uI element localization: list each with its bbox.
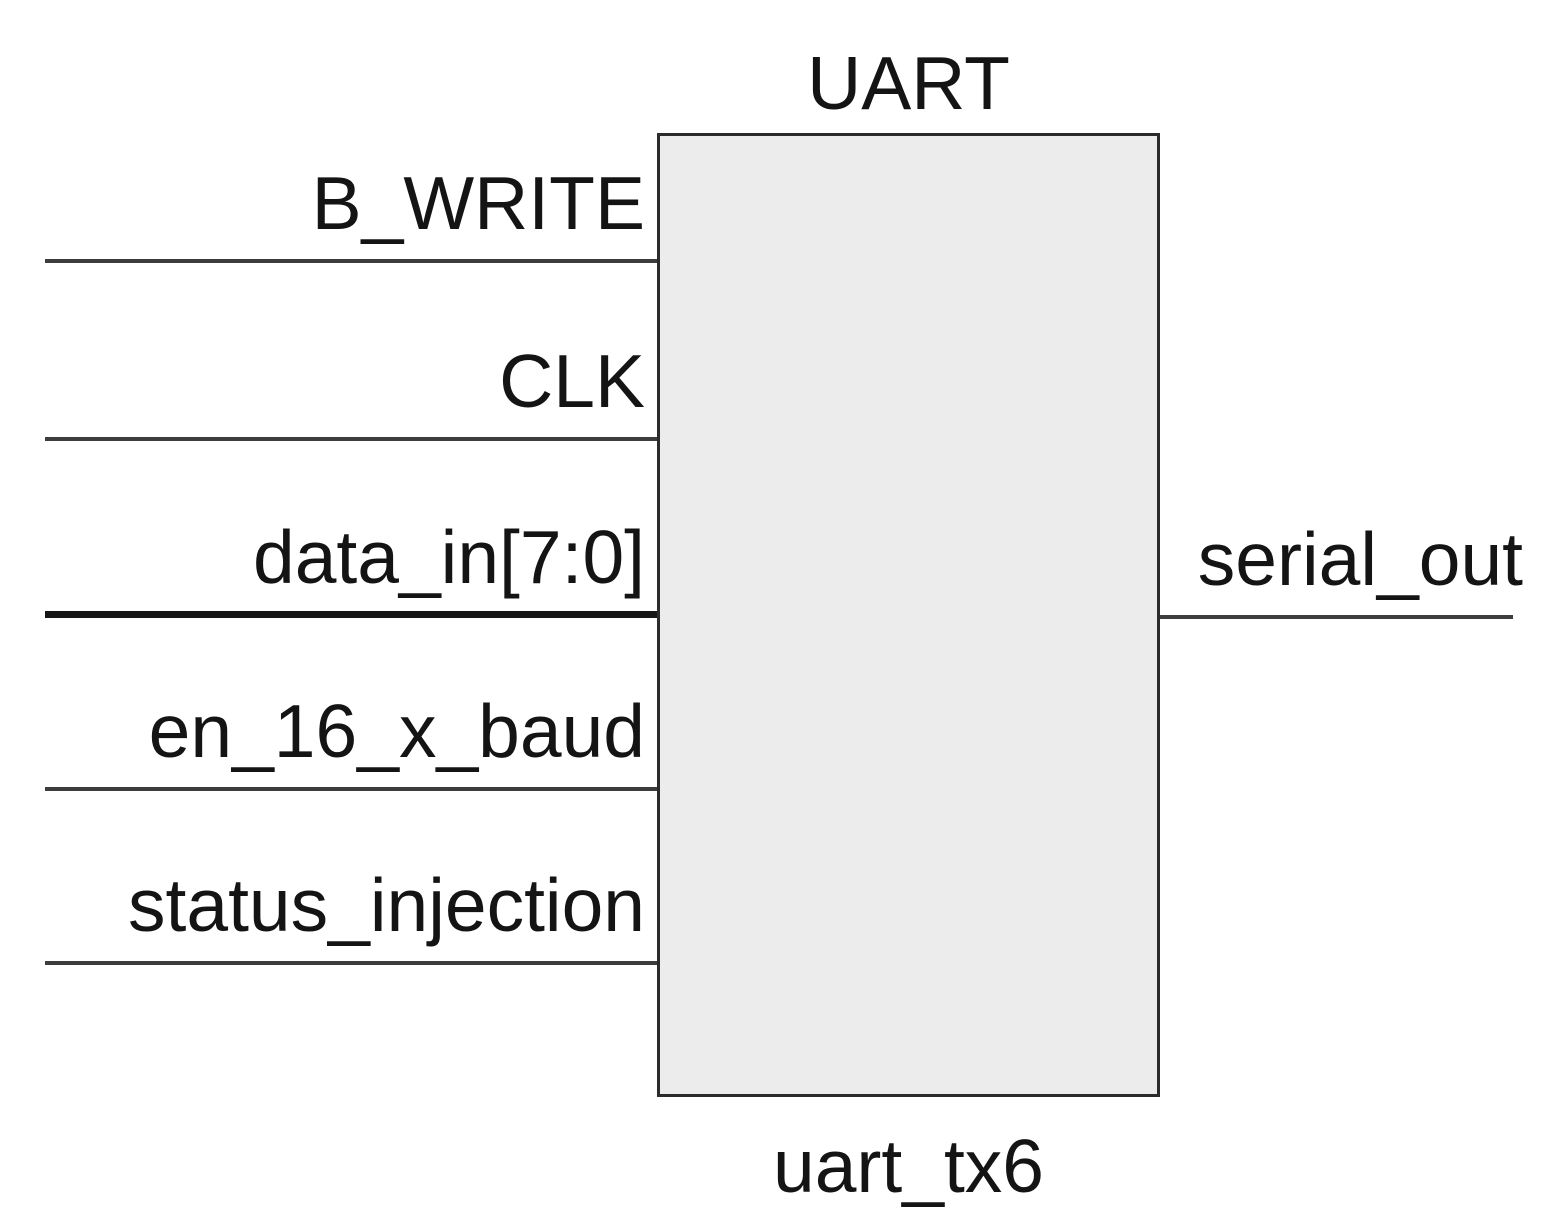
input-label-clk: CLK <box>499 339 645 423</box>
input-wire-clk <box>45 437 657 441</box>
input-wire-en-16-x-baud <box>45 787 657 791</box>
input-bus-wire-data-in <box>45 611 657 618</box>
output-wire-serial-out <box>1160 615 1513 619</box>
instance-label: uart_tx6 <box>773 1124 1044 1208</box>
input-label-b-write: B_WRITE <box>311 161 645 245</box>
input-label-data-in: data_in[7:0] <box>253 515 645 599</box>
input-label-status-injection: status_injection <box>128 863 645 947</box>
input-wire-status-injection <box>45 961 657 965</box>
module-title: UART <box>807 41 1010 125</box>
output-label-serial-out: serial_out <box>1197 517 1523 601</box>
input-label-en-16-x-baud: en_16_x_baud <box>148 689 645 773</box>
input-wire-b-write <box>45 259 657 263</box>
module-block <box>657 133 1160 1097</box>
